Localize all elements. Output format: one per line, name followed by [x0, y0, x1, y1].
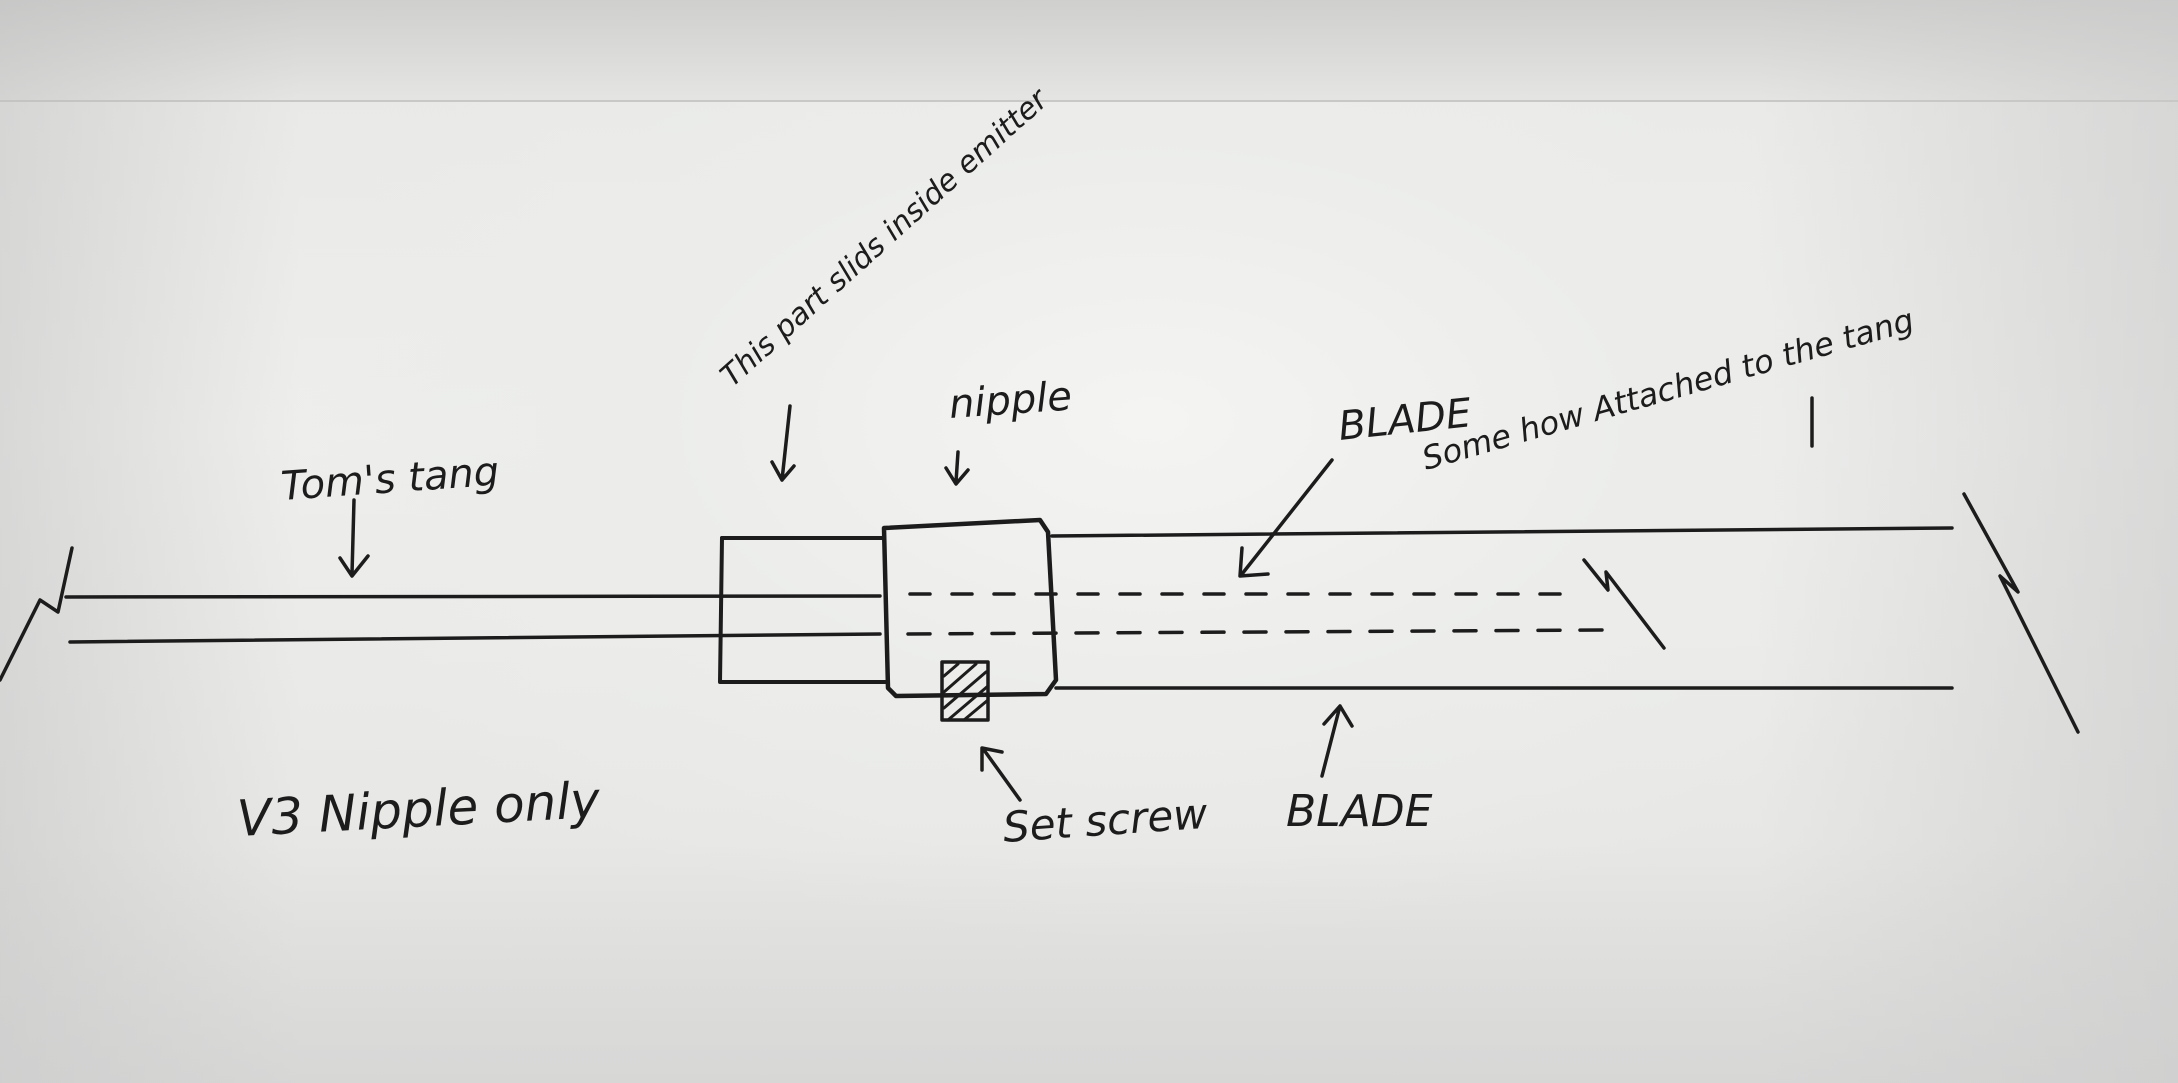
tang-arrow	[338, 498, 370, 578]
left-break-mark	[0, 546, 74, 682]
blade-attach-note: Some how Attached to the tang	[1418, 301, 1918, 478]
tang-end-break-mark	[1582, 558, 1666, 650]
blade-right-break-mark	[1962, 492, 2080, 734]
tang-bottom-line	[68, 632, 882, 644]
blade-top-line	[1050, 526, 1954, 538]
insert-left-bottom-edge	[718, 536, 890, 684]
set-screw-label: Set screw	[1001, 789, 1209, 852]
set-screw	[940, 660, 990, 722]
blade-top-arrow	[1238, 458, 1334, 578]
nipple-label: nipple	[947, 374, 1073, 428]
blade-bottom-arrow	[1320, 704, 1354, 778]
nipple-arrow	[944, 450, 970, 486]
sketch-title: V3 Nipple only	[236, 771, 603, 848]
blade-bottom-label: BLADE	[1286, 786, 1433, 837]
bottom-vignette	[0, 843, 2178, 1083]
hidden-tang-bottom-dashes	[906, 628, 1606, 636]
emitter-insert-label: This part slids inside emitter	[714, 81, 1056, 394]
insert-arrow	[770, 404, 796, 482]
tang-top-line	[64, 594, 882, 599]
toms-tang-label: Tom's tang	[279, 449, 500, 510]
set-screw-arrow	[980, 746, 1022, 802]
nipple-body	[881, 517, 1059, 699]
paper-fold-line	[0, 100, 2178, 102]
